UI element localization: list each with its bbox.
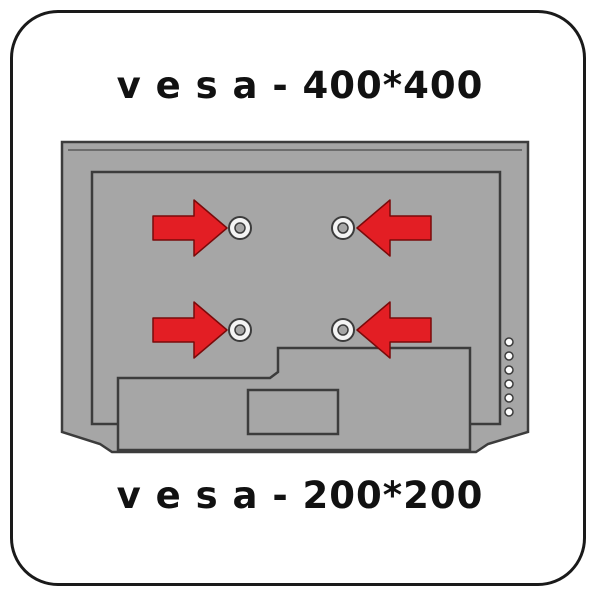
arrows: [152, 199, 432, 359]
mounting-holes: [228, 216, 355, 342]
arrow-right-icon: [152, 301, 228, 359]
side-button-5: [504, 393, 514, 403]
side-button-1: [504, 337, 514, 347]
connector-panel: [246, 388, 340, 436]
side-button-3: [504, 365, 514, 375]
arrow-left-icon: [356, 199, 432, 257]
side-button-6: [504, 407, 514, 417]
mounting-hole-icon: [228, 216, 252, 240]
mounting-hole-icon: [331, 318, 355, 342]
arrow-left-icon: [356, 301, 432, 359]
mounting-hole-icon: [228, 318, 252, 342]
vesa-400-label: v e s a - 400*400: [116, 64, 484, 107]
arrow-right-icon: [152, 199, 228, 257]
mounting-hole-icon: [331, 216, 355, 240]
vesa-200-label: v e s a - 200*200: [116, 474, 484, 517]
side-button-2: [504, 351, 514, 361]
side-buttons: [504, 337, 514, 417]
side-button-4: [504, 379, 514, 389]
